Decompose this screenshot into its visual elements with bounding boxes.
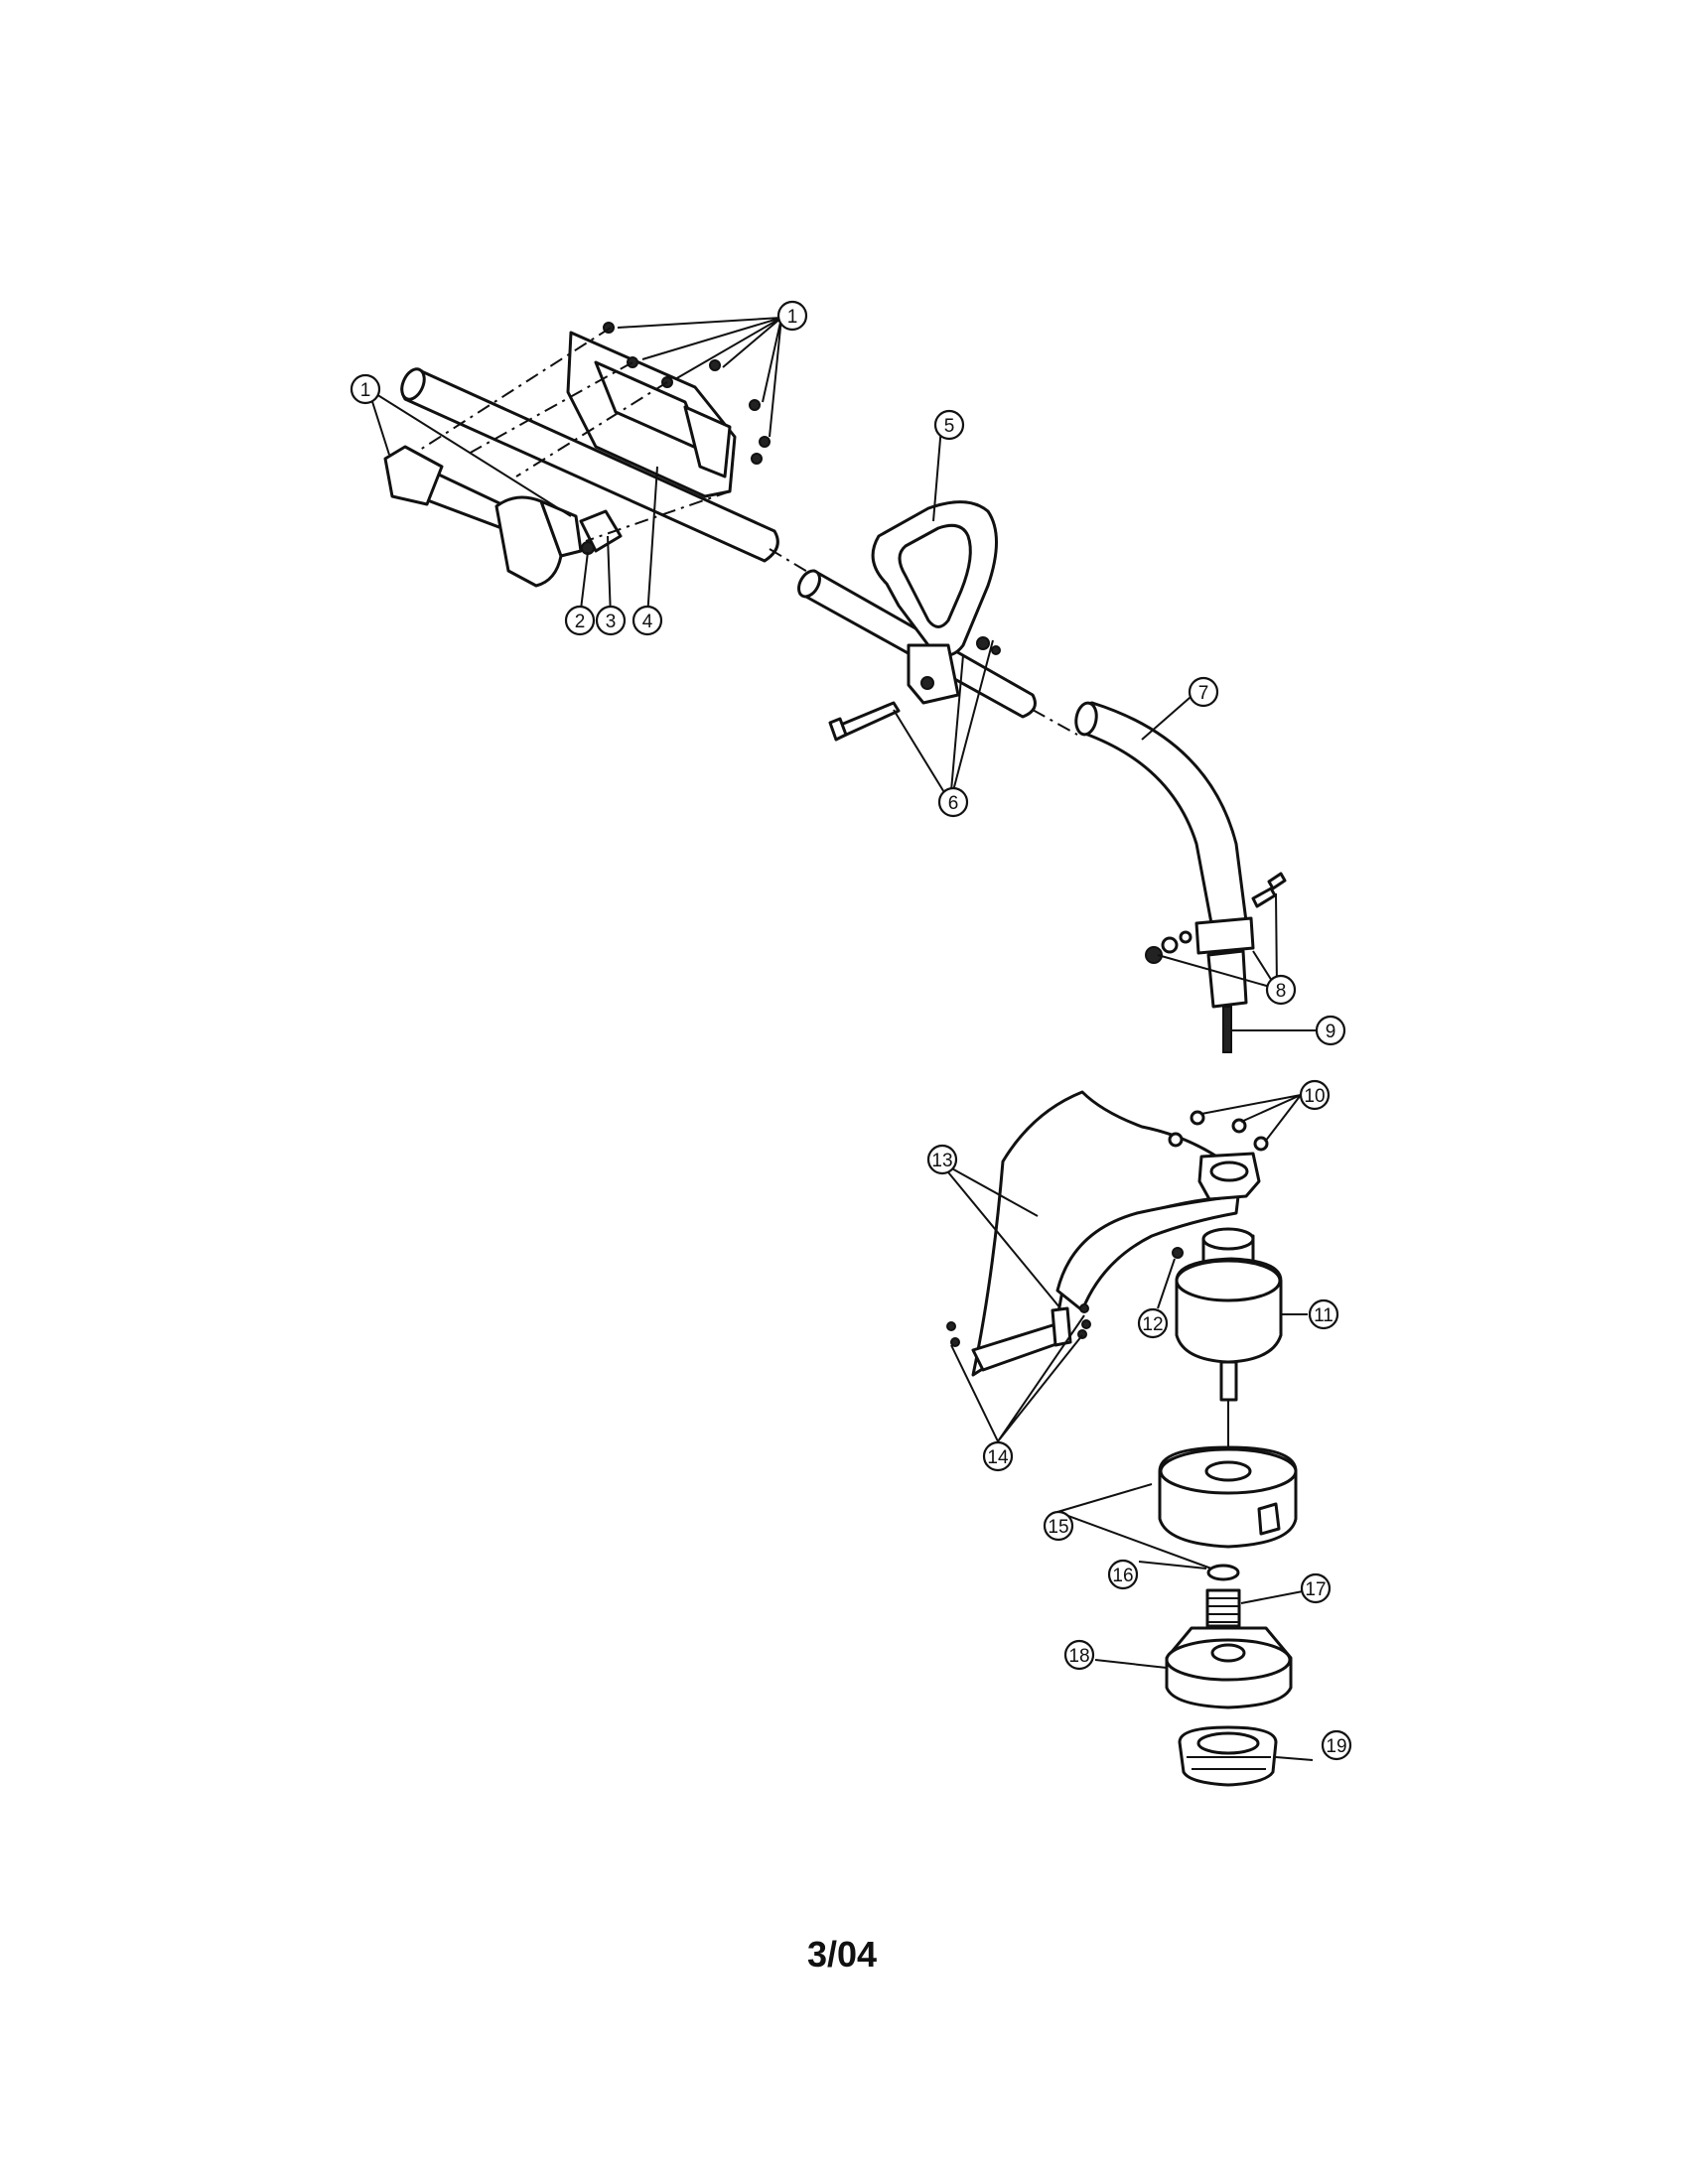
callout-1b: 1 [350, 373, 381, 405]
svg-text:14: 14 [987, 1447, 1009, 1468]
callout-14: 14 [982, 1440, 1014, 1472]
svg-text:1: 1 [787, 307, 798, 328]
callout-5: 5 [933, 409, 965, 441]
svg-text:15: 15 [1048, 1517, 1068, 1538]
svg-text:6: 6 [948, 793, 959, 814]
callout-3: 3 [595, 605, 627, 636]
callout-7: 7 [1188, 676, 1219, 708]
svg-text:3: 3 [606, 612, 617, 632]
svg-text:19: 19 [1326, 1736, 1346, 1757]
lower-shaft-assembly [1074, 701, 1287, 1053]
callout-16: 16 [1107, 1559, 1139, 1590]
callout-15: 15 [1043, 1510, 1074, 1542]
svg-text:10: 10 [1304, 1086, 1325, 1107]
callout-6: 6 [937, 786, 969, 818]
callout-1a: 1 [776, 300, 808, 332]
svg-text:16: 16 [1112, 1566, 1133, 1586]
callout-19: 19 [1321, 1729, 1352, 1761]
callout-4: 4 [632, 605, 663, 636]
callout-18: 18 [1063, 1639, 1095, 1671]
callout-17: 17 [1300, 1572, 1332, 1604]
svg-text:17: 17 [1305, 1579, 1326, 1600]
middle-shaft-assembly [769, 500, 1078, 742]
svg-text:5: 5 [944, 416, 955, 437]
callout-12: 12 [1137, 1307, 1169, 1339]
svg-text:11: 11 [1314, 1305, 1333, 1326]
upper-shaft-assembly [383, 322, 779, 588]
svg-text:18: 18 [1068, 1646, 1089, 1667]
guard-gearhead-assembly [946, 1090, 1283, 1402]
callout-11: 11 [1308, 1298, 1339, 1330]
svg-text:12: 12 [1142, 1314, 1163, 1335]
svg-text:13: 13 [931, 1151, 952, 1171]
svg-text:4: 4 [642, 612, 653, 632]
svg-text:9: 9 [1326, 1022, 1336, 1042]
callout-9: 9 [1315, 1015, 1346, 1046]
svg-text:7: 7 [1198, 683, 1209, 704]
callout-10: 10 [1299, 1079, 1331, 1111]
date-code: 3/04 [806, 1934, 878, 1975]
leader-lines [367, 317, 1316, 1761]
svg-text:8: 8 [1276, 981, 1287, 1002]
callout-13: 13 [926, 1144, 958, 1175]
svg-text:1: 1 [360, 380, 371, 401]
callout-2: 2 [564, 605, 596, 636]
trimmer-head-assembly [1158, 1400, 1298, 1787]
svg-text:2: 2 [575, 612, 586, 632]
callout-8: 8 [1265, 974, 1297, 1006]
